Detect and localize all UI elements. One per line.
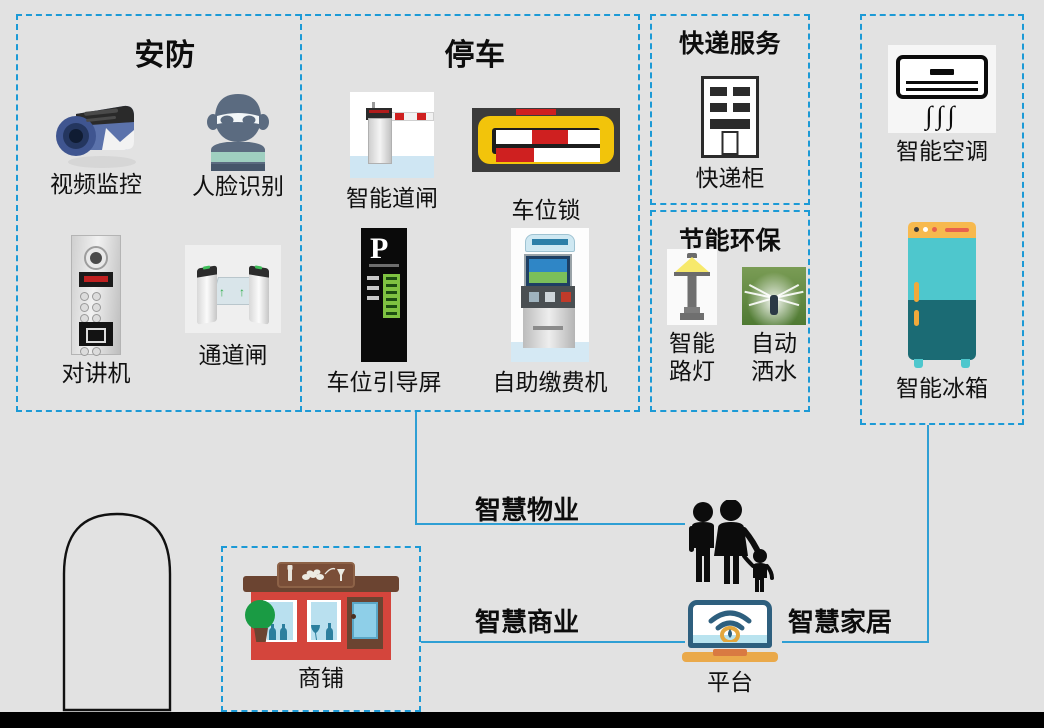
parking-guidance-screen-icon: P xyxy=(361,228,407,362)
item-label: 智能冰箱 xyxy=(896,375,988,401)
item-label: 对讲机 xyxy=(61,360,131,386)
item-express-locker[interactable]: 快递柜 xyxy=(650,76,810,192)
group-title-express: 快递服务 xyxy=(678,30,781,58)
item-parking-lock[interactable]: 车位锁 xyxy=(468,108,624,224)
item-label: 车位锁 xyxy=(511,197,581,223)
connector-smart-property-horizontal xyxy=(415,523,685,525)
item-label: 快递柜 xyxy=(695,165,765,191)
item-label: 通道闸 xyxy=(198,342,268,368)
express-locker-icon xyxy=(701,76,759,158)
item-label-line2: 路灯 xyxy=(669,357,715,384)
turnstile-icon: ↑ ↑ xyxy=(185,245,281,333)
item-air-conditioner[interactable]: ∫∫∫ 智能空调 xyxy=(862,45,1022,165)
item-self-payment-kiosk[interactable]: 自助缴费机 xyxy=(472,228,628,396)
item-label-line1: 智能 xyxy=(669,330,715,356)
connector-smart-home-horizontal xyxy=(782,641,929,643)
item-street-lamp[interactable]: 智能 路灯 xyxy=(655,249,729,385)
connector-smart-home-vertical xyxy=(927,425,929,643)
item-shop[interactable]: 商铺 xyxy=(243,562,399,692)
refrigerator-icon xyxy=(908,222,976,368)
barrier-gate-icon xyxy=(350,92,434,178)
shop-icon xyxy=(243,562,399,660)
group-box-commerce xyxy=(221,546,421,712)
bottom-bar xyxy=(0,712,1044,728)
item-video-surveillance[interactable]: 视频监控 xyxy=(34,92,158,198)
item-platform[interactable]: 平台 xyxy=(668,600,792,696)
group-box-smart-home xyxy=(860,14,1024,425)
group-box-energy xyxy=(650,210,810,412)
item-label: 智能空调 xyxy=(896,138,988,164)
street-lamp-icon xyxy=(667,249,717,325)
flow-label-smart-commerce: 智慧商业 xyxy=(475,607,580,637)
item-label-line1: 自动 xyxy=(751,330,797,356)
flow-label-smart-property: 智慧物业 xyxy=(475,495,580,525)
group-divider-security-parking xyxy=(300,14,302,412)
platform-label: 平台 xyxy=(707,669,753,695)
laptop-wifi-icon xyxy=(682,600,778,668)
item-parking-guidance-screen[interactable]: P 车位引导屏 xyxy=(306,228,462,396)
flow-label-smart-home: 智慧家居 xyxy=(788,607,893,637)
item-auto-sprinkler[interactable]: 自动 洒水 xyxy=(737,267,811,385)
group-title-security: 安防 xyxy=(134,39,196,72)
parking-lock-icon xyxy=(472,108,620,172)
item-intercom[interactable]: 对讲机 xyxy=(34,235,158,387)
connector-smart-property-vertical xyxy=(415,412,417,525)
arch-outline xyxy=(62,512,172,712)
family-icon xyxy=(684,499,776,598)
item-label: 人脸识别 xyxy=(192,173,284,199)
item-label: 车位引导屏 xyxy=(326,369,442,395)
face-recognition-icon xyxy=(197,92,279,172)
item-label: 自助缴费机 xyxy=(492,369,608,395)
item-refrigerator[interactable]: 智能冰箱 xyxy=(862,222,1022,402)
item-face-recognition[interactable]: 人脸识别 xyxy=(176,92,300,200)
sprinkler-icon xyxy=(742,267,806,325)
connector-smart-commerce-horizontal xyxy=(421,641,685,643)
self-payment-kiosk-icon xyxy=(511,228,589,362)
item-label: 视频监控 xyxy=(50,171,142,197)
group-title-parking: 停车 xyxy=(444,39,506,72)
air-conditioner-icon: ∫∫∫ xyxy=(888,45,996,133)
item-label: 商铺 xyxy=(298,665,344,691)
item-label: 智能道闸 xyxy=(346,185,438,211)
item-barrier-gate[interactable]: 智能道闸 xyxy=(330,92,454,212)
group-box-security-parking xyxy=(16,14,640,412)
item-turnstile[interactable]: ↑ ↑ 通道闸 xyxy=(166,245,300,369)
intercom-icon xyxy=(71,235,121,356)
group-box-express xyxy=(650,14,810,205)
video-camera-icon xyxy=(50,92,142,170)
item-label-line2: 洒水 xyxy=(751,357,797,384)
